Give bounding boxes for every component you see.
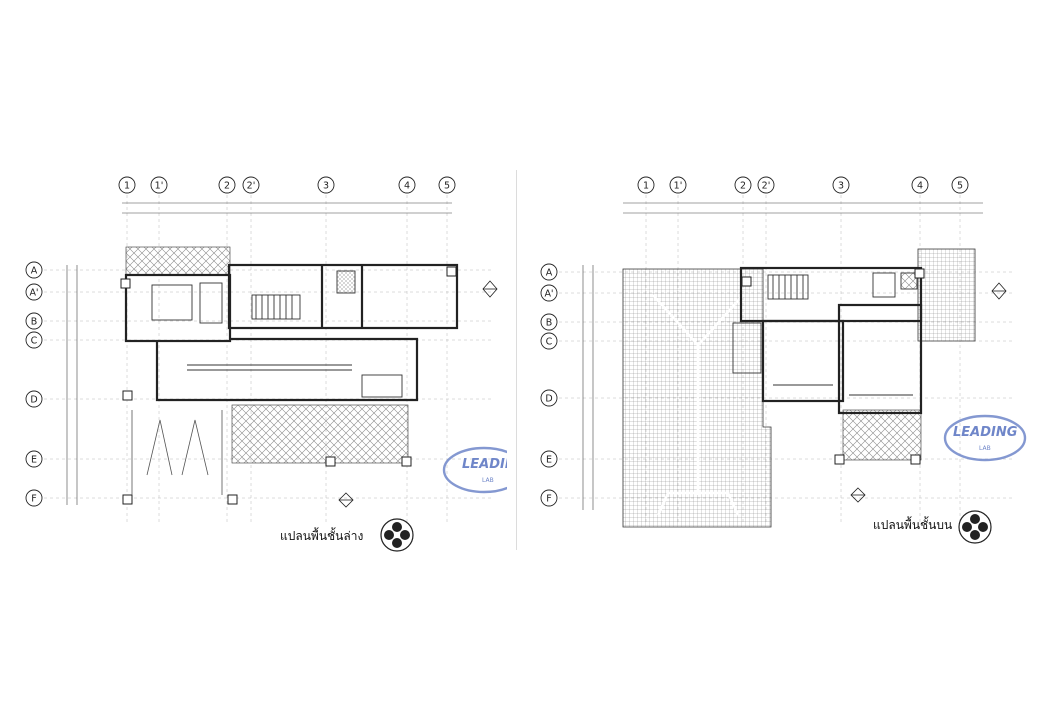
svg-text:4: 4: [404, 181, 410, 192]
svg-text:C: C: [546, 337, 553, 348]
compass-symbol: [380, 518, 414, 552]
column-posts: [741, 268, 925, 465]
column-grid-bubble: 4: [911, 176, 929, 194]
row-grid-bubble: A': [540, 284, 558, 302]
dimension-lines: [66, 202, 452, 505]
north-arrow-small: [850, 487, 866, 503]
column-grid-bubble: 5: [951, 176, 969, 194]
column-grid-bubble: 1': [669, 176, 687, 194]
svg-text:1: 1: [643, 181, 649, 192]
column-grid-bubble: 2': [242, 176, 260, 194]
upper-floor-drawing: 1 1' 2 2' 3 4 5 A A' B C D E F: [540, 176, 1027, 544]
column-grid-bubble: 2': [757, 176, 775, 194]
svg-text:5: 5: [444, 181, 450, 192]
column-grid-bubble: 2: [218, 176, 236, 194]
svg-text:2: 2: [224, 181, 230, 192]
grid-lines: [44, 195, 492, 525]
svg-text:D: D: [30, 395, 37, 406]
svg-text:1: 1: [124, 181, 130, 192]
svg-text:B: B: [546, 318, 553, 329]
svg-text:B: B: [31, 317, 38, 328]
upper-floor-title: แปลนพื้นชั้นบน: [873, 516, 952, 532]
column-grid-bubble: 4: [398, 176, 416, 194]
column-grid-bubble: 2: [734, 176, 752, 194]
svg-text:A': A': [29, 288, 38, 299]
dimension-lines: [582, 202, 983, 510]
ground-floor-drawing: 1 1' 2 2' 3 4 5 A A' B C D E F: [25, 176, 507, 552]
north-arrow-small: [482, 280, 498, 298]
row-grid-bubble: D: [25, 390, 43, 408]
ground-floor-walls: [124, 263, 459, 402]
svg-text:2': 2': [762, 181, 771, 192]
svg-text:5: 5: [957, 181, 963, 192]
svg-text:LEADING: LEADING: [462, 457, 507, 472]
column-grid-bubble: 3: [832, 176, 850, 194]
row-grid-bubble: E: [25, 450, 43, 468]
interior-details: [732, 272, 918, 396]
compass-symbol: [958, 510, 992, 544]
svg-text:3: 3: [323, 181, 329, 192]
roof-ridges: [652, 294, 744, 516]
roof-area-small: [917, 248, 976, 342]
row-grid-bubble: E: [540, 450, 558, 468]
interior-details: [151, 270, 403, 398]
svg-text:4: 4: [917, 181, 923, 192]
column-grid-bubble: 3: [317, 176, 335, 194]
svg-text:3: 3: [838, 181, 844, 192]
svg-text:2: 2: [740, 181, 746, 192]
column-grid-bubble: 1: [118, 176, 136, 194]
column-grid-bubble: 1: [637, 176, 655, 194]
approval-stamp: LEADING LAB: [442, 446, 507, 494]
hatched-balcony: [842, 409, 922, 461]
svg-text:1': 1': [155, 181, 164, 192]
row-grid-bubble: C: [25, 331, 43, 349]
row-grid-labels: A A' B C D E F: [25, 261, 43, 507]
sheet-divider: [516, 170, 517, 550]
column-grid-labels: 1 1' 2 2' 3 4 5: [118, 176, 456, 194]
hatched-terrace: [125, 246, 231, 276]
row-grid-bubble: A': [25, 283, 43, 301]
svg-text:C: C: [31, 336, 38, 347]
carport-markings: [131, 410, 223, 495]
row-grid-bubble: D: [540, 389, 558, 407]
row-grid-bubble: A: [25, 261, 43, 279]
hatched-patio: [231, 404, 409, 464]
svg-text:F: F: [546, 494, 551, 505]
north-arrow-small: [991, 282, 1007, 300]
ground-floor-title: แปลนพื้นชั้นล่าง: [280, 527, 363, 543]
svg-text:A: A: [546, 268, 553, 279]
column-grid-bubble: 1': [150, 176, 168, 194]
approval-stamp: LEADING LAB: [943, 414, 1027, 462]
row-grid-bubble: B: [25, 312, 43, 330]
row-grid-labels: A A' B C D E F: [540, 263, 558, 507]
svg-text:A': A': [544, 289, 553, 300]
row-grid-bubble: C: [540, 332, 558, 350]
svg-text:LEADING: LEADING: [953, 425, 1018, 440]
svg-text:E: E: [546, 455, 552, 466]
ground-floor-plan: 1 1' 2 2' 3 4 5 A A' B C D E F: [22, 165, 507, 555]
svg-text:F: F: [31, 494, 36, 505]
row-grid-bubble: B: [540, 313, 558, 331]
svg-text:D: D: [545, 394, 552, 405]
svg-text:2': 2': [247, 181, 256, 192]
north-arrow-small: [338, 492, 354, 508]
column-grid-labels: 1 1' 2 2' 3 4 5: [637, 176, 969, 194]
column-posts: [120, 266, 457, 505]
upper-floor-walls: [739, 266, 923, 415]
row-grid-bubble: F: [540, 489, 558, 507]
column-grid-bubble: 5: [438, 176, 456, 194]
svg-text:1': 1': [674, 181, 683, 192]
svg-text:LAB: LAB: [979, 445, 991, 452]
upper-floor-plan: 1 1' 2 2' 3 4 5 A A' B C D E F: [533, 165, 1028, 555]
row-grid-bubble: A: [540, 263, 558, 281]
svg-text:A: A: [31, 266, 38, 277]
row-grid-bubble: F: [25, 489, 43, 507]
svg-text:LAB: LAB: [482, 477, 494, 484]
svg-text:E: E: [31, 455, 37, 466]
